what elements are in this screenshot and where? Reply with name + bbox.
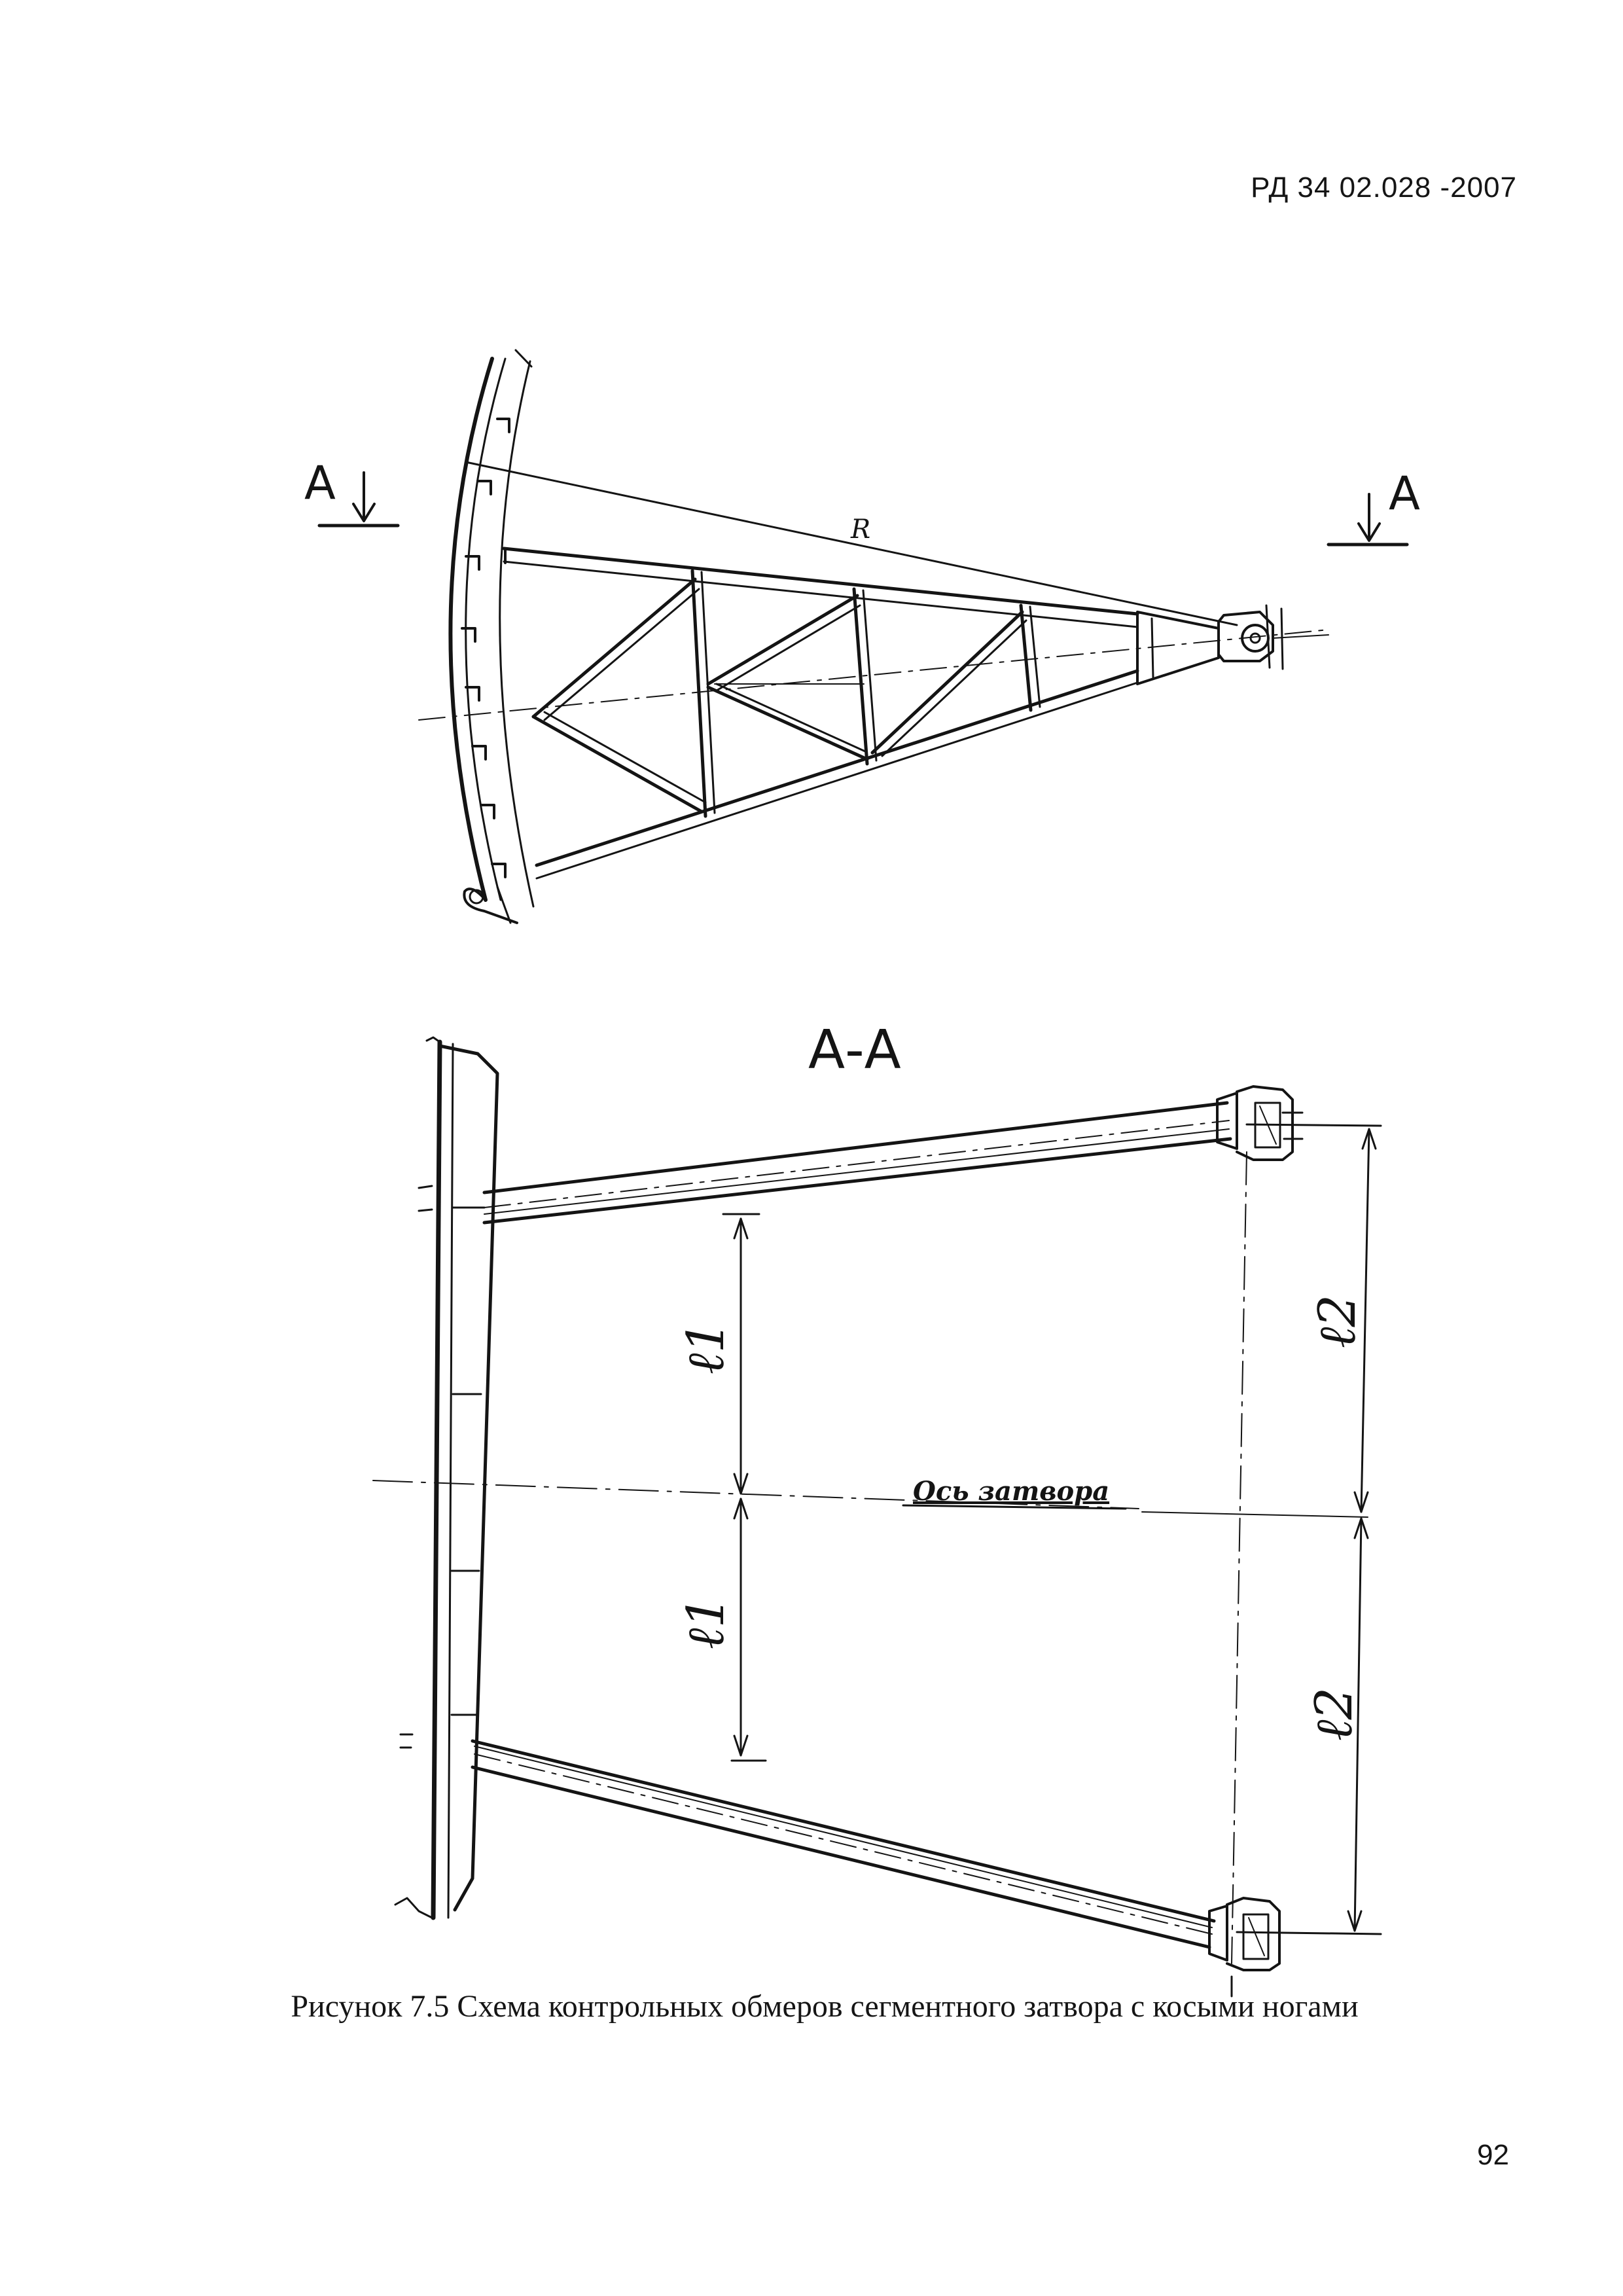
section-marker-left: А [304, 456, 400, 528]
lower-leg [471, 1739, 1216, 1949]
skin-plate-section [394, 1036, 499, 1920]
hinge-assembly-side [1136, 604, 1329, 685]
truss-verticals [690, 569, 1041, 818]
skin-plate-arc [448, 349, 535, 924]
section-title: А-А [808, 1019, 901, 1081]
truss-diagonals [531, 577, 1027, 814]
truss-upper-chord [502, 547, 1139, 628]
radius-label: R [850, 514, 870, 545]
side-elevation-view: А А [304, 349, 1420, 924]
section-mark-left-label: А [304, 456, 336, 510]
upper-leg [482, 1101, 1232, 1225]
section-mark-right-label: А [1389, 467, 1420, 520]
dimension-l2: ℓ2 ℓ2 [1231, 1123, 1382, 1964]
truss-lower-chord [535, 669, 1139, 880]
radius-line: R [465, 461, 1238, 626]
dim-l2-upper-label: ℓ2 [1308, 1295, 1367, 1348]
dim-l2-lower-label: ℓ2 [1305, 1687, 1364, 1741]
section-aa-view: А-А [372, 1019, 1382, 1998]
dim-l1-lower-label: ℓ1 [677, 1596, 736, 1649]
lower-hinge [1208, 1897, 1281, 1998]
page-number: 92 [1477, 2139, 1509, 2171]
gate-axis: Ось затвора [372, 1476, 1368, 1518]
section-marker-right: А [1327, 467, 1420, 547]
dim-l1-upper-label: ℓ1 [677, 1321, 736, 1374]
upper-hinge [1216, 1085, 1304, 1161]
dimension-l1: ℓ1 ℓ1 [677, 1213, 767, 1762]
axis-label: Ось затвора [913, 1476, 1109, 1507]
figure-caption: Рисунок 7.5 Схема контрольных обмеров се… [291, 1989, 1359, 2024]
truss-axis-line [418, 629, 1329, 721]
document-code: РД 34 02.028 -2007 [1251, 171, 1517, 204]
